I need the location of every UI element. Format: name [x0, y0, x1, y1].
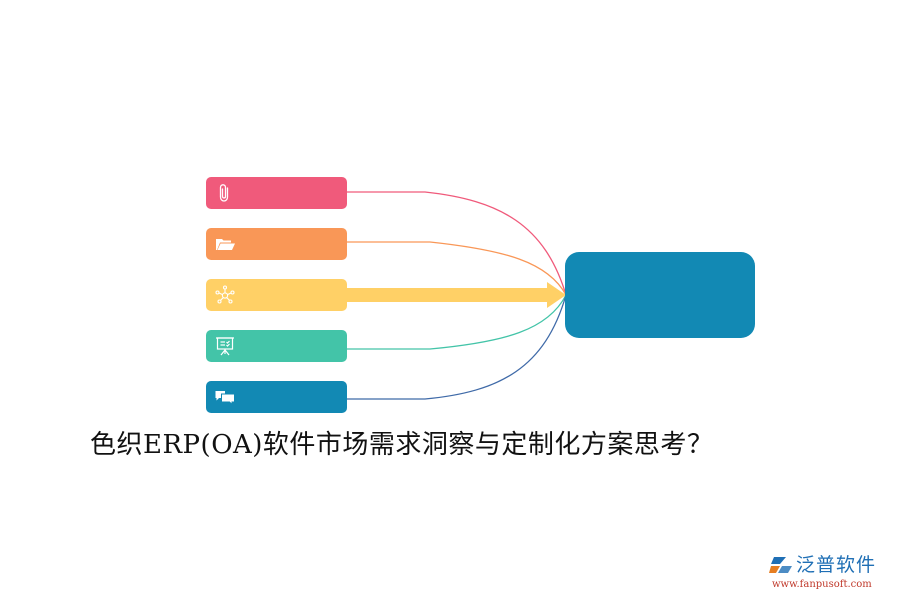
source-bar-network[interactable] [206, 279, 347, 311]
folder-open-icon [216, 239, 235, 250]
connector-line-presentation [346, 294, 567, 350]
network-hub-icon [215, 285, 235, 304]
source-bar-attachment[interactable] [206, 177, 347, 209]
chat-bubbles-icon [215, 391, 235, 406]
source-bar-chat[interactable] [206, 381, 347, 413]
watermark-url: www.fanpusoft.com [772, 579, 872, 590]
source-bar-folder[interactable] [206, 228, 347, 260]
paperclip-icon [219, 184, 229, 202]
watermark: 泛普软件 www.fanpusoft.com [768, 552, 898, 596]
diagram-title: 色织ERP(OA)软件市场需求洞察与定制化方案思考？ [90, 430, 714, 460]
source-bar-presentation[interactable] [206, 330, 347, 362]
highlight-arrow [340, 282, 566, 308]
watermark-brand-name: 泛普软件 [796, 554, 877, 576]
target-node[interactable] [565, 252, 755, 338]
connector-line-folder [346, 241, 567, 296]
connector-line-chat [346, 294, 567, 400]
presentation-board-icon [216, 337, 234, 356]
connector-line-attachment [346, 191, 567, 296]
fanpu-logo-icon [769, 557, 792, 573]
